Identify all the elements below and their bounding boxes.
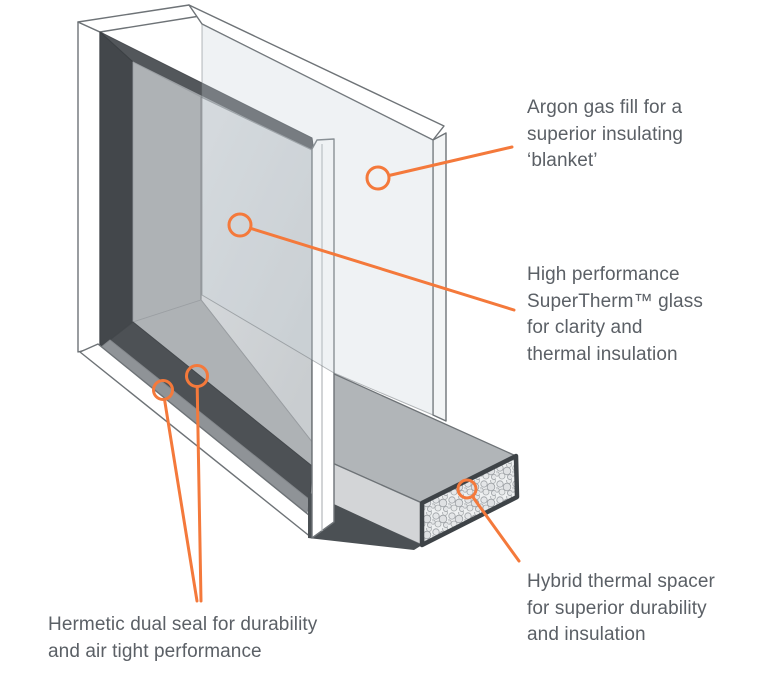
outer-pane-side-face: [432, 132, 447, 422]
foam-core-face: [419, 453, 520, 548]
callouts: [152, 145, 521, 603]
frame-left-face: [77, 21, 101, 353]
spacer-bar: [308, 363, 520, 550]
left-reveal: [132, 61, 202, 323]
spacer-underside-shadow: [308, 492, 422, 550]
outer-pane-glass-face: [201, 23, 434, 416]
callout-circle-spacer: [456, 478, 478, 500]
callout-line-spacer: [470, 494, 521, 563]
frame-right-member: [311, 138, 335, 539]
label-hermetic-dual-seal: Hermetic dual seal for durability and ai…: [48, 614, 318, 662]
callout-circle-argon: [365, 165, 391, 191]
callout-line-argon: [387, 145, 514, 177]
frame-right-face: [311, 138, 335, 539]
back-frame: [77, 4, 315, 539]
left-seal-band: [99, 31, 134, 349]
callout-circle-glass: [227, 212, 253, 238]
label-argon-gas-fill: Argon gas fill for a superior insulating…: [527, 97, 684, 171]
callout-circle-seal-outer: [152, 379, 174, 401]
callout-line-seal-inner: [195, 385, 203, 603]
frame-top-edge: [77, 4, 201, 33]
callout-line-seal-outer: [163, 397, 199, 603]
label-thermal-spacer: Hybrid thermal spacer for superior durab…: [527, 571, 715, 645]
label-supertherm-glass: High performance SuperTherm™ glass for c…: [527, 264, 703, 365]
outer-glass-pane: [188, 4, 447, 422]
callout-line-glass: [249, 226, 516, 312]
